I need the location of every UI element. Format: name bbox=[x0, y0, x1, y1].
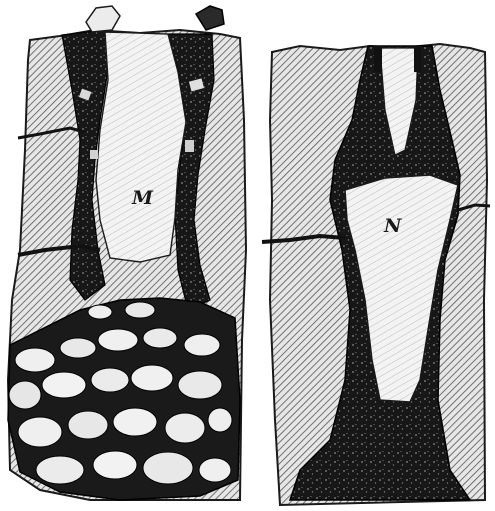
left-shaft-section: M bbox=[8, 6, 246, 500]
right-shaft-section: N bbox=[262, 44, 490, 505]
left-panel-label: M bbox=[131, 187, 154, 209]
left-top-stone-1 bbox=[86, 6, 120, 32]
right-top-pipe-2 bbox=[414, 46, 421, 72]
right-panel-label: N bbox=[383, 215, 402, 237]
right-top-pipe bbox=[374, 46, 382, 72]
left-central-block bbox=[96, 32, 186, 262]
left-top-stone-2 bbox=[196, 6, 224, 30]
